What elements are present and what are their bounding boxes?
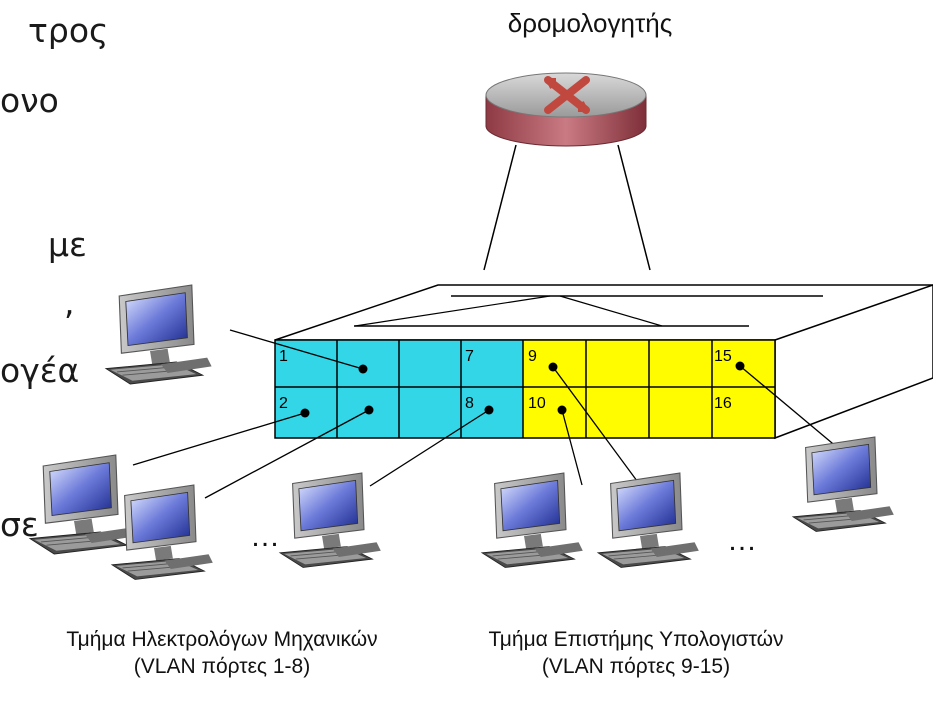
computer-icon	[29, 454, 137, 555]
slide-text-fragment-6: σε	[0, 505, 39, 544]
port-label-2: 2	[279, 395, 288, 412]
router-label: δρομολογητής	[507, 8, 673, 38]
router-icon	[485, 72, 647, 147]
slide-text-fragment-5: ογέα	[0, 351, 80, 390]
port-label-8: 8	[465, 395, 474, 412]
caption-ee: Τμήμα Ηλεκτρολόγων Μηχανικών (VLAN πόρτε…	[0, 626, 452, 681]
computer-icon	[105, 284, 213, 385]
caption-ee-line1: Τμήμα Ηλεκτρολόγων Μηχανικών	[66, 628, 378, 651]
computer-icon	[597, 472, 700, 569]
ellipsis-right: …	[727, 524, 757, 557]
computer-icon	[792, 436, 895, 533]
slide-text-fragment-2: ονο	[0, 81, 59, 120]
port-label-15: 15	[714, 348, 732, 365]
port-label-10: 10	[528, 395, 546, 412]
caption-ee-line2: (VLAN πόρτες 1-8)	[133, 655, 311, 679]
computer-icon	[111, 484, 214, 581]
port-label-1: 1	[279, 348, 288, 365]
caption-cs: Τμήμα Επιστήμης Υπολογιστών (VLAN πόρτες…	[456, 626, 816, 681]
port-label-16: 16	[714, 395, 732, 412]
caption-cs-line1: Τμήμα Επιστήμης Υπολογιστών	[488, 628, 784, 651]
slide-text-fragment-1: τρος	[28, 11, 109, 50]
slide-text-fragment-4: ,	[64, 283, 75, 322]
computer-icon	[279, 472, 382, 569]
caption-cs-line2: (VLAN πόρτες 9-15)	[541, 655, 731, 679]
port-label-7: 7	[465, 348, 474, 365]
ellipsis-left: …	[250, 520, 280, 553]
switch-icon	[274, 284, 933, 440]
port-label-9: 9	[528, 348, 537, 365]
slide-text-fragment-3: με	[48, 225, 87, 264]
computer-icon	[481, 472, 584, 569]
